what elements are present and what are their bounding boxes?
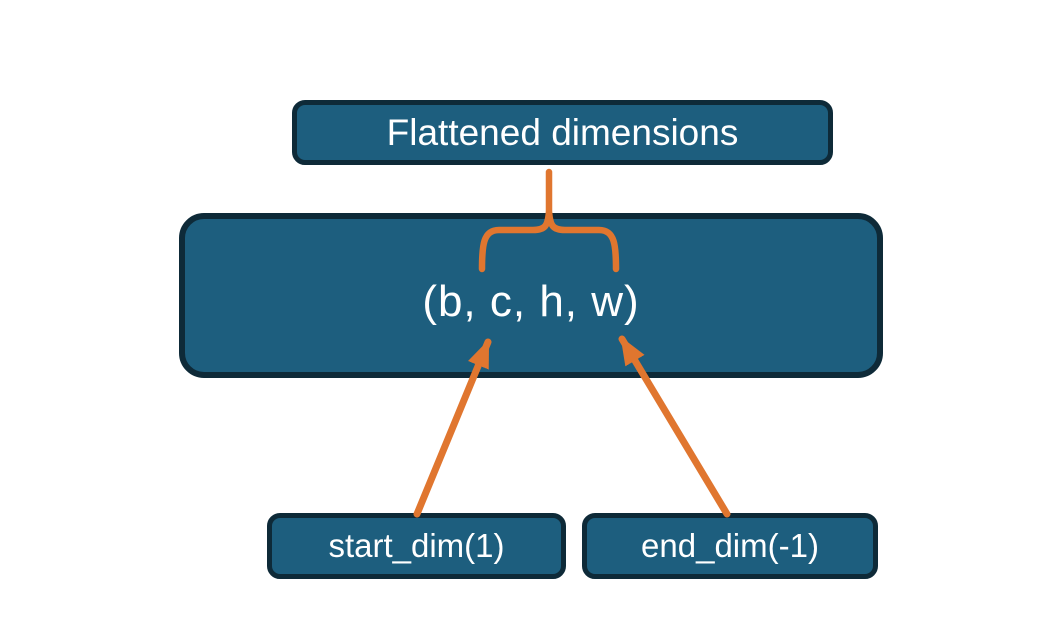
start-dim-label: start_dim(1) [328, 527, 505, 564]
tensor-shape-label: (b, c, h, w) [422, 276, 640, 326]
end-dim-label: end_dim(-1) [641, 527, 819, 564]
flattened-dimensions-label: Flattened dimensions [386, 111, 739, 153]
end-dim-box: end_dim(-1) [582, 513, 878, 579]
flattened-dimensions-box: Flattened dimensions [292, 100, 833, 165]
start-dim-box: start_dim(1) [267, 513, 566, 579]
tensor-shape-box: (b, c, h, w) [179, 213, 883, 378]
